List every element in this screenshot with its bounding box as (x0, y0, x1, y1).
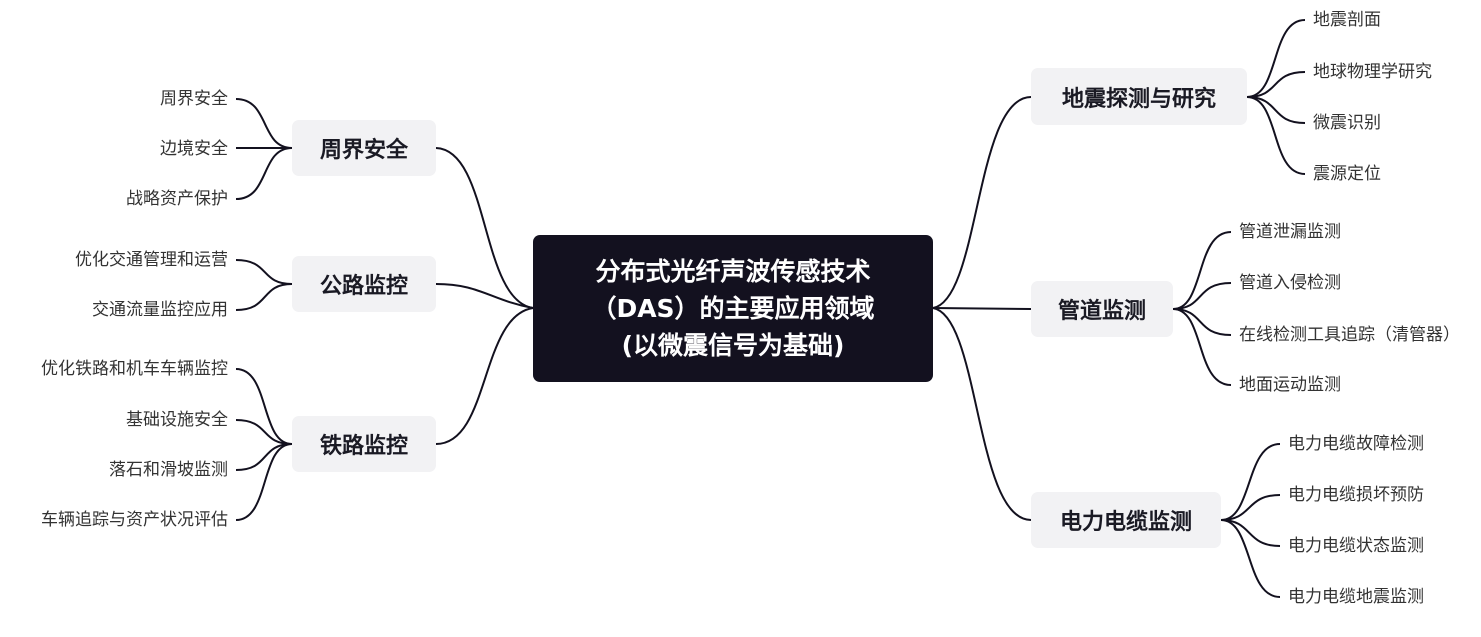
leaf-node[interactable]: 电力电缆地震监测 (1288, 587, 1424, 607)
root-title-line-3: (以微震信号为基础) (621, 331, 845, 360)
branch-power-cable-monitoring[interactable]: 电力电缆监测 (1031, 492, 1221, 548)
root-title-line-2: （DAS）的主要应用领域 (591, 294, 875, 323)
leaf-node[interactable]: 周界安全 (160, 89, 228, 109)
branch-railway-monitoring[interactable]: 铁路监控 (292, 416, 436, 472)
root-node[interactable]: 分布式光纤声波传感技术 （DAS）的主要应用领域 (以微震信号为基础) (533, 235, 933, 382)
leaf-node[interactable]: 边境安全 (160, 139, 228, 159)
leaf-node[interactable]: 优化铁路和机车车辆监控 (41, 359, 228, 379)
branch-label: 铁路监控 (319, 434, 408, 459)
branch-label: 公路监控 (319, 274, 408, 299)
branch-highway-monitoring[interactable]: 公路监控 (292, 256, 436, 312)
leaf-node[interactable]: 在线检测工具追踪（清管器） (1239, 325, 1460, 345)
leaf-node[interactable]: 电力电缆故障检测 (1288, 434, 1424, 454)
leaf-node[interactable]: 地震剖面 (1313, 10, 1381, 30)
leaf-node[interactable]: 地球物理学研究 (1313, 62, 1432, 82)
branch-label: 周界安全 (319, 138, 408, 163)
branch-perimeter-security[interactable]: 周界安全 (292, 120, 436, 176)
branch-pipeline-monitoring[interactable]: 管道监测 (1031, 281, 1173, 337)
leaf-node[interactable]: 车辆追踪与资产状况评估 (41, 510, 228, 530)
branch-label: 管道监测 (1057, 299, 1146, 324)
leaf-node[interactable]: 电力电缆损坏预防 (1288, 485, 1424, 505)
branch-label: 电力电缆监测 (1059, 510, 1192, 535)
leaf-node[interactable]: 落石和滑坡监测 (109, 460, 228, 480)
leaf-node[interactable]: 交通流量监控应用 (92, 300, 228, 320)
leaf-node[interactable]: 基础设施安全 (126, 410, 228, 430)
branch-label: 地震探测与研究 (1061, 86, 1216, 112)
leaf-node[interactable]: 管道入侵检测 (1239, 273, 1341, 293)
leaf-node[interactable]: 战略资产保护 (126, 189, 228, 209)
leaf-node[interactable]: 管道泄漏监测 (1239, 222, 1341, 242)
leaf-node[interactable]: 震源定位 (1313, 164, 1381, 184)
leaf-node[interactable]: 地面运动监测 (1239, 375, 1341, 395)
leaf-node[interactable]: 微震识别 (1313, 113, 1381, 133)
branch-seismic-research[interactable]: 地震探测与研究 (1031, 68, 1247, 125)
root-title-line-1: 分布式光纤声波传感技术 (595, 257, 871, 286)
leaf-node[interactable]: 电力电缆状态监测 (1288, 536, 1424, 556)
leaf-node[interactable]: 优化交通管理和运营 (75, 250, 228, 270)
